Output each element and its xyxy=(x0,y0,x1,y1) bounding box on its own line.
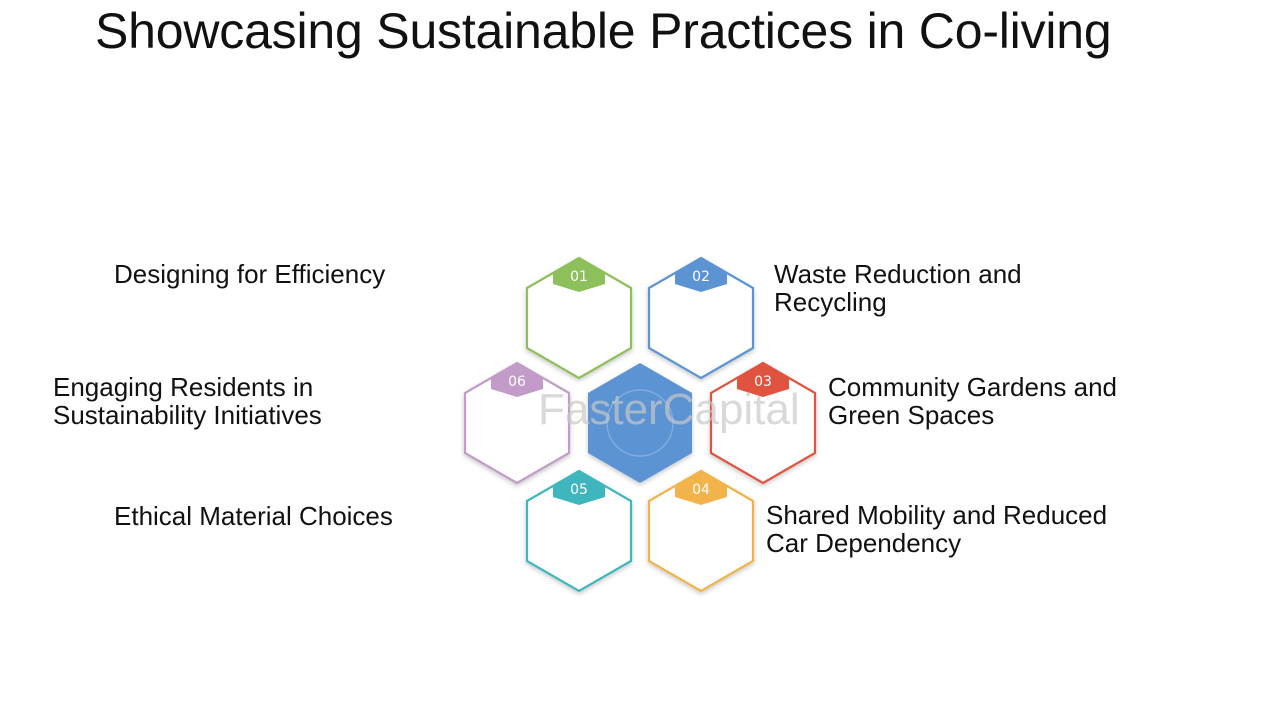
item-label-designing-for-efficiency: Designing for Efficiency xyxy=(114,260,385,288)
hexagon-number-05: 05 xyxy=(570,482,588,498)
item-2-line-2: Recycling xyxy=(774,287,887,317)
hexagon-item-04: 04 xyxy=(647,469,755,593)
hexagon-number-03: 03 xyxy=(754,374,772,390)
center-ring-decoration xyxy=(606,389,674,457)
item-3-line-1: Community Gardens and xyxy=(828,372,1118,402)
item-2-line-1: Waste Reduction and xyxy=(774,259,1022,289)
item-1-line-1: Designing for Efficiency xyxy=(114,259,386,289)
hexagon-number-01: 01 xyxy=(570,269,588,285)
diagram-title: Showcasing Sustainable Practices in Co-l… xyxy=(95,3,1112,59)
item-label-engaging-residents: Engaging Residents in Sustainability Ini… xyxy=(53,373,322,429)
hexagon-item-05: 05 xyxy=(525,469,633,593)
hexagon-outline-03 xyxy=(709,361,817,485)
hexagon-item-01: 01 xyxy=(525,256,633,380)
hexagon-item-02: 02 xyxy=(647,256,755,380)
watermark-text: FasterCapital xyxy=(538,385,800,434)
item-4-line-1: Shared Mobility and Reduced xyxy=(766,500,1108,530)
hexagon-number-02: 02 xyxy=(692,269,710,285)
item-label-ethical-material: Ethical Material Choices xyxy=(114,502,393,530)
item-4-line-2: Car Dependency xyxy=(766,528,962,558)
number-tab-06 xyxy=(491,363,543,397)
hexagon-outline-05 xyxy=(525,469,633,593)
item-3-line-2: Green Spaces xyxy=(828,400,995,430)
number-tab-03 xyxy=(737,363,789,397)
item-label-waste-reduction: Waste Reduction and Recycling xyxy=(774,260,1022,316)
item-5-line-1: Ethical Material Choices xyxy=(114,501,393,531)
hexagon-number-06: 06 xyxy=(508,374,526,390)
number-tab-01 xyxy=(553,258,605,292)
item-label-shared-mobility: Shared Mobility and Reduced Car Dependen… xyxy=(766,501,1107,557)
hexagon-number-04: 04 xyxy=(692,482,710,498)
hexagon-outline-04 xyxy=(647,469,755,593)
number-tab-04 xyxy=(675,471,727,505)
number-tab-02 xyxy=(675,258,727,292)
hexagon-item-06: 06 xyxy=(463,361,571,485)
hexagon-outline-01 xyxy=(525,256,633,380)
number-tab-05 xyxy=(553,471,605,505)
hexagon-item-03: 03 xyxy=(709,361,817,485)
center-hexagon xyxy=(588,363,692,483)
item-6-line-1: Engaging Residents in xyxy=(53,372,314,402)
item-label-community-gardens: Community Gardens and Green Spaces xyxy=(828,373,1117,429)
item-6-line-2: Sustainability Initiatives xyxy=(53,400,322,430)
hexagon-outline-02 xyxy=(647,256,755,380)
hexagon-outline-06 xyxy=(463,361,571,485)
